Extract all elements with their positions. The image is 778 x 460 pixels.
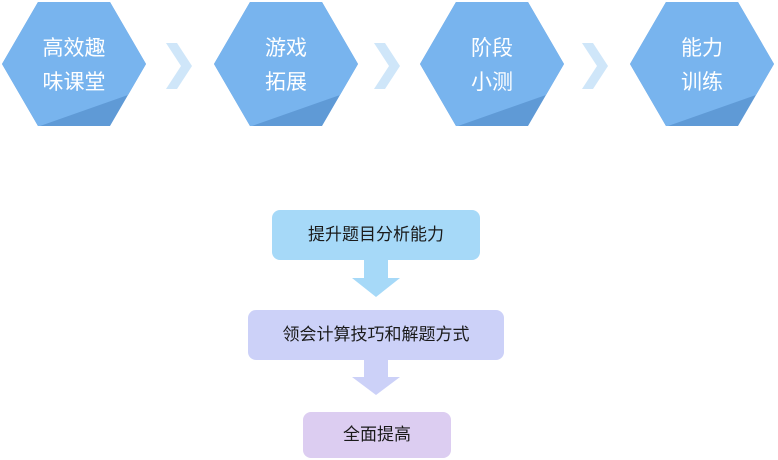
- step-label-line2: 小测: [471, 70, 513, 94]
- chevron-right-icon: [578, 43, 610, 93]
- down-arrow-icon: [350, 260, 402, 302]
- flow-box-label: 提升题目分析能力: [308, 225, 444, 245]
- step-label-line1: 高效趣: [42, 36, 106, 60]
- step-hexagon-3: 阶段 小测: [418, 0, 566, 128]
- flow-box-1: 提升题目分析能力: [272, 210, 480, 260]
- step-label-line2: 味课堂: [42, 70, 106, 94]
- step-label-line1: 游戏: [265, 36, 307, 60]
- chevron-right-icon: [162, 43, 194, 93]
- step-label-line1: 阶段: [471, 36, 513, 60]
- step-hexagon-4: 能力 训练: [628, 0, 776, 128]
- step-hexagon-2: 游戏 拓展: [212, 0, 360, 128]
- step-label-line1: 能力: [681, 36, 723, 60]
- flow-box-label: 领会计算技巧和解题方式: [282, 325, 470, 345]
- step-label-line2: 拓展: [265, 70, 307, 94]
- step-label-line2: 训练: [681, 70, 723, 94]
- chevron-right-icon: [370, 43, 402, 93]
- flow-box-label: 全面提高: [343, 425, 411, 445]
- down-arrow-icon: [350, 360, 402, 400]
- step-hexagon-1: 高效趣 味课堂: [0, 0, 148, 128]
- flow-box-3: 全面提高: [303, 412, 451, 458]
- flow-box-2: 领会计算技巧和解题方式: [248, 310, 504, 360]
